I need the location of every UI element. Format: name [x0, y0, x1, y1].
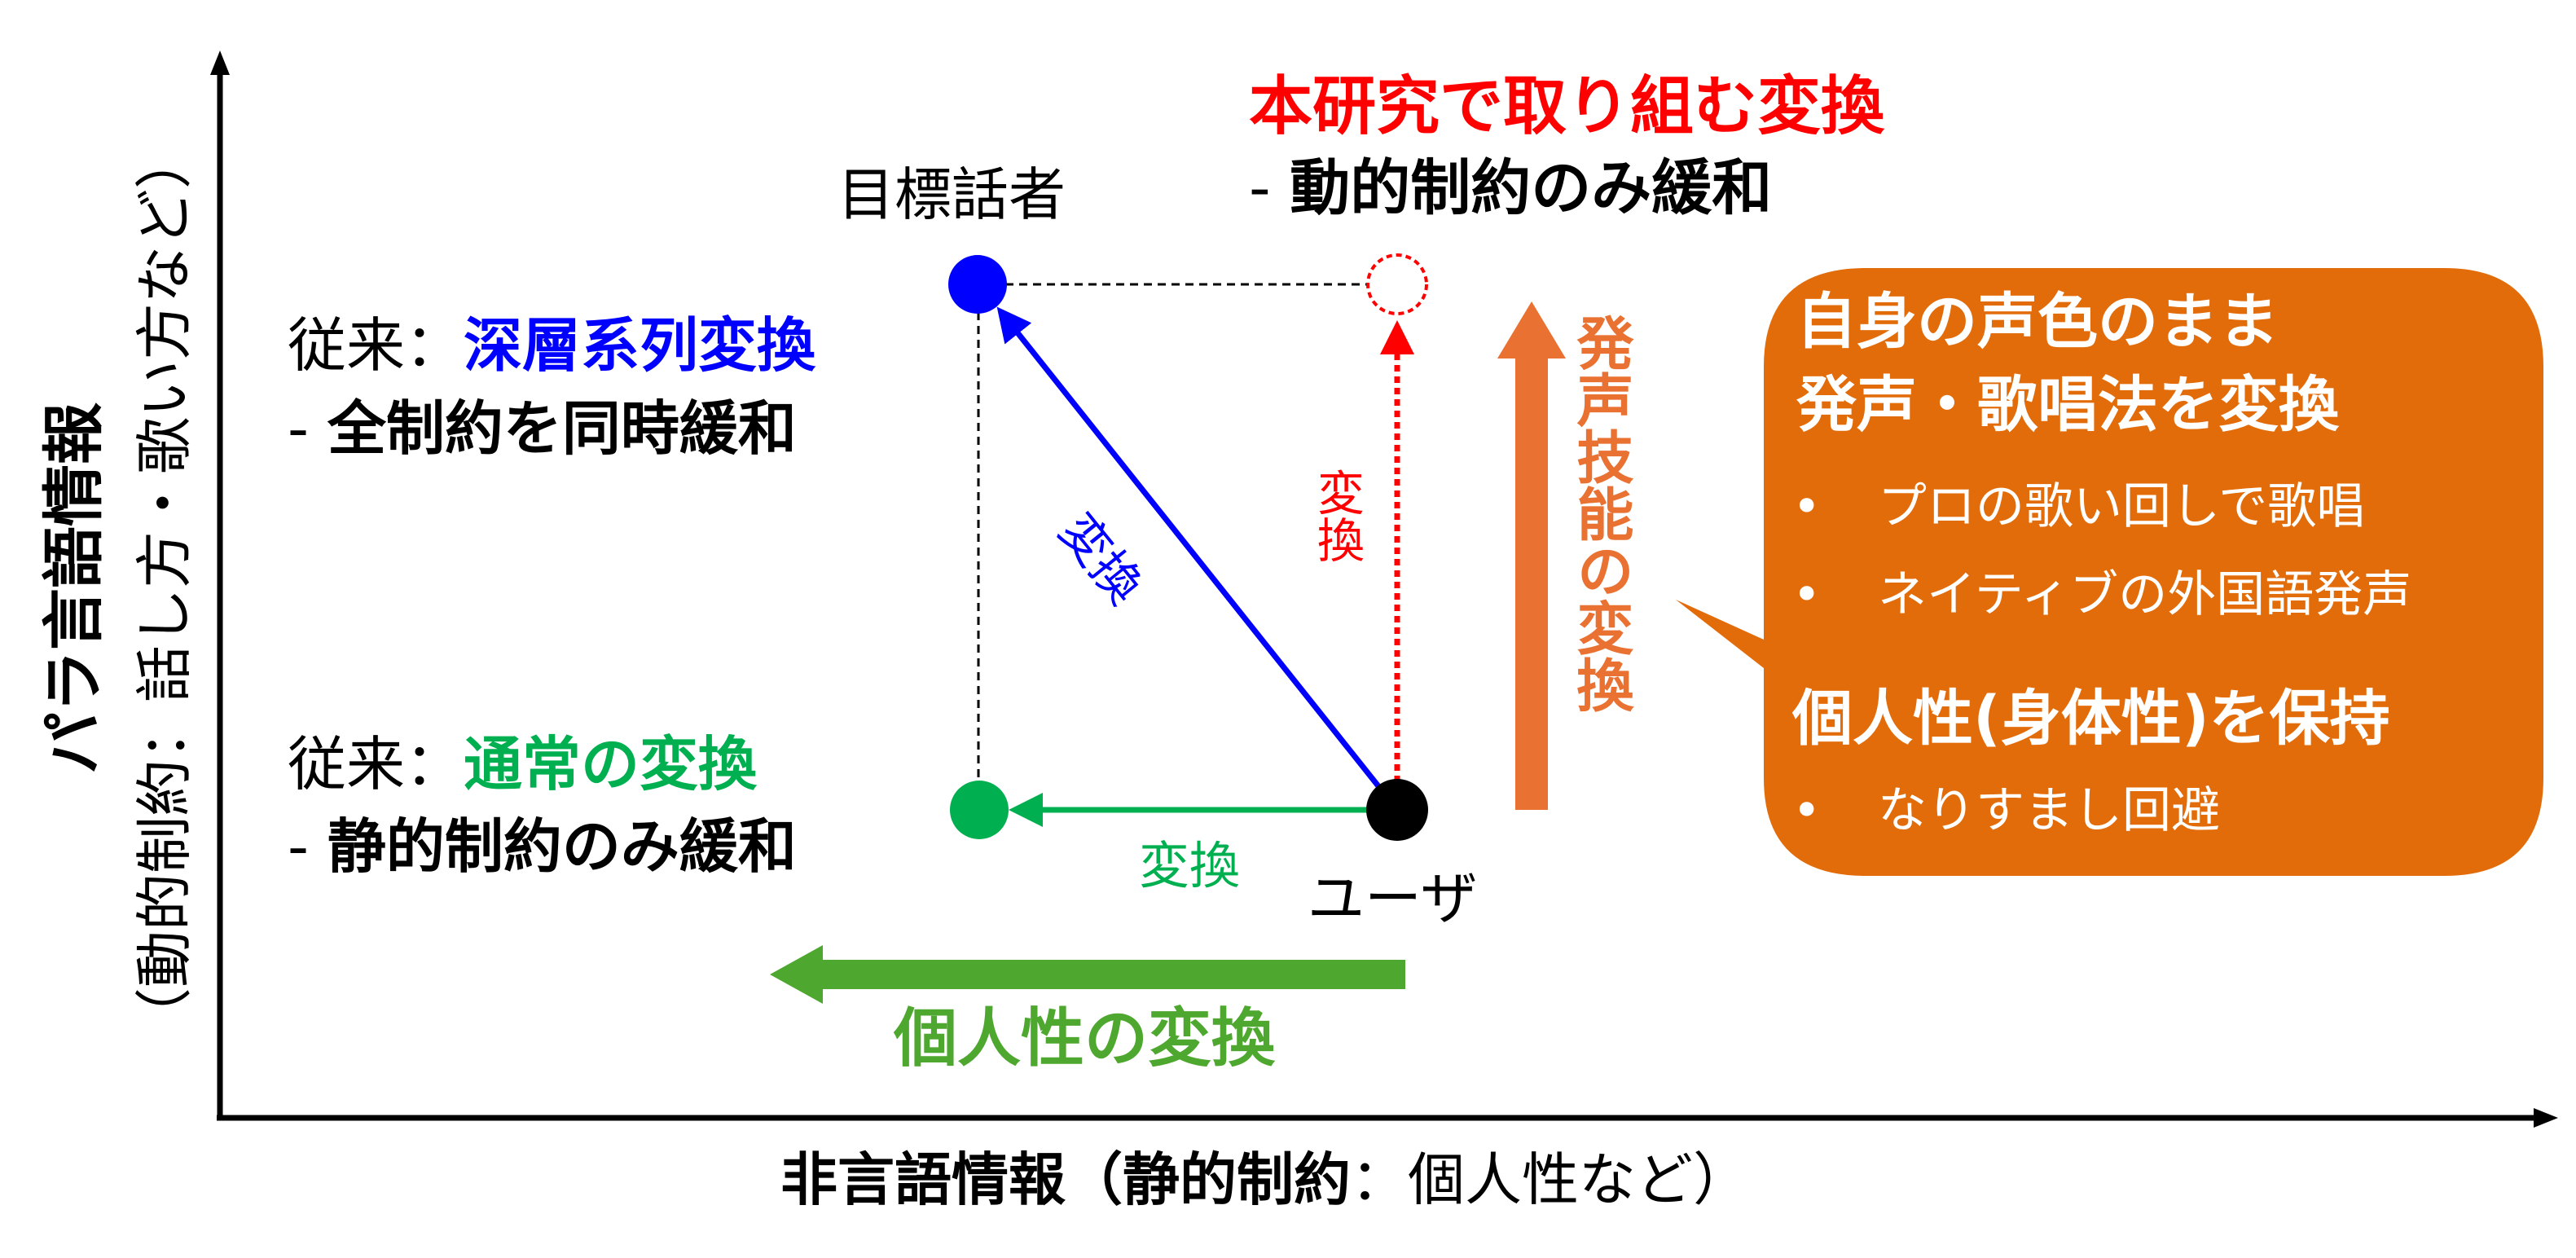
deep-conversion-arrow: [996, 306, 1387, 797]
x-axis-label: 非言語情報（静的制約：個人性など）: [780, 1151, 1750, 1208]
identity-conversion-label: 個人性の変換: [893, 1002, 1276, 1075]
bullet-icon: •: [1792, 478, 1822, 535]
this-work-desc-text: 動的制約のみ緩和: [1290, 153, 1773, 223]
x-axis-arrowhead: [2534, 1108, 2558, 1128]
callout-heading2: 個人性(身体性)を保持: [1792, 684, 2390, 754]
skill-conversion-big-arrow: [1497, 301, 1566, 810]
y-axis-arrowhead: [210, 51, 230, 75]
callout-heading1-line2: 発声・歌唱法を変換: [1796, 370, 2339, 440]
y-axis-label-main: パラ言語情報: [37, 402, 110, 774]
conventional-normal-desc-text: 静的制約のみ緩和: [327, 812, 797, 881]
skill-conversion-label: 発声技能の変換: [1567, 314, 1634, 713]
conventional-normal-title: 従来：通常の変換: [288, 735, 757, 794]
conventional-deep-desc-text: 全制約を同時緩和: [327, 394, 797, 463]
bullet-icon: •: [1792, 782, 1822, 839]
this-work-target-point: [1366, 253, 1428, 315]
bullet-icon: •: [1792, 566, 1822, 623]
callout-bullet-text: なりすまし回避: [1878, 782, 2220, 839]
identity-conversion-big-arrow: [770, 945, 1405, 1004]
x-axis-label-bold: 非言語情報（静的制約: [780, 1146, 1351, 1213]
conventional-normal-desc: - 静的制約のみ緩和: [288, 817, 797, 876]
conventional-deep-prefix: 従来：: [288, 311, 464, 380]
callout-bullet-text: ネイティブの外国語発声: [1878, 566, 2412, 623]
callout-bullet: •ネイティブの外国語発声: [1792, 570, 2411, 619]
conventional-normal-prefix: 従来：: [288, 730, 464, 798]
callout-heading1-line1: 自身の声色のまま: [1796, 287, 2279, 357]
conventional-deep-name: 深層系列変換: [464, 311, 816, 380]
target-speaker-point: [948, 255, 1007, 314]
conventional-deep-desc: - 全制約を同時緩和: [288, 399, 797, 458]
normal-arrow-label: 変換: [1139, 836, 1241, 895]
this-work-desc-dash: -: [1249, 153, 1290, 223]
y-axis-label-sub: （動的制約：話し方・歌い方など）: [131, 132, 198, 1045]
normal-conversion-point: [950, 781, 1009, 839]
this-work-desc: - 動的制約のみ緩和: [1249, 158, 1772, 218]
user-label: ユーザ: [1308, 865, 1478, 932]
conventional-normal-name: 通常の変換: [464, 730, 758, 798]
callout-bubble: [1676, 268, 2543, 876]
conventional-normal-desc-dash: -: [288, 812, 327, 881]
y-axis-label-sub-text: （動的制約：話し方・歌い方など）: [131, 132, 198, 1045]
this-work-title: 本研究で取り組む変換: [1249, 70, 1885, 143]
conventional-deep-desc-dash: -: [288, 394, 327, 463]
callout-bullet: •なりすまし回避: [1792, 786, 2220, 835]
user-point: [1366, 779, 1428, 841]
target-speaker-label: 目標話者: [837, 161, 1066, 228]
conventional-deep-title: 従来：深層系列変換: [288, 316, 815, 375]
callout-bullet: •プロの歌い回しで歌唱: [1792, 482, 2365, 531]
callout-bullet-text: プロの歌い回しで歌唱: [1878, 478, 2366, 535]
this-work-arrow-label: 変換: [1309, 468, 1365, 563]
x-axis-label-rest: ：個人性など）: [1351, 1146, 1750, 1213]
